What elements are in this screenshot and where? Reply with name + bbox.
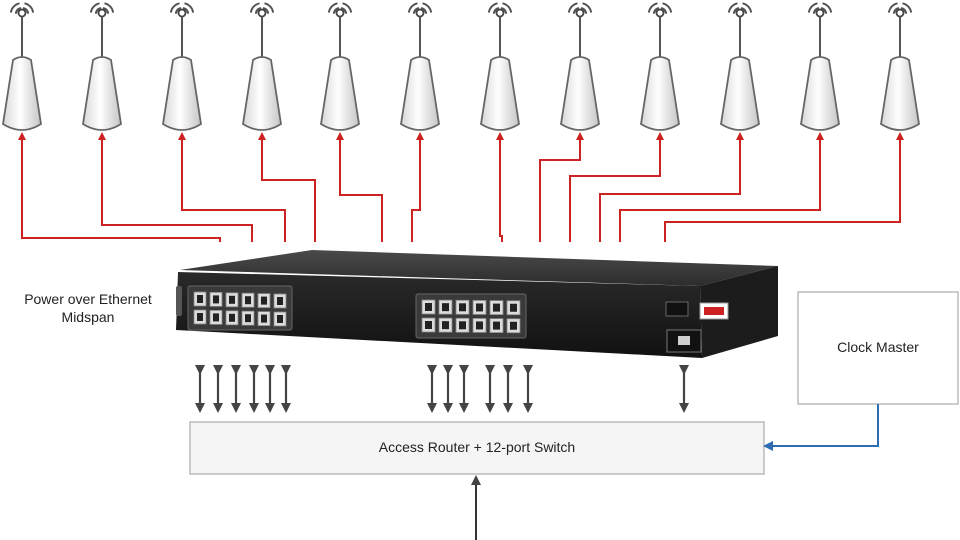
access-points (2, 2, 920, 131)
ethernet-port-icon (209, 291, 223, 307)
ethernet-port-icon (455, 317, 470, 333)
ethernet-port-icon (273, 311, 287, 327)
access-point-icon (242, 2, 282, 131)
access-point-icon (720, 2, 760, 131)
ethernet-port-icon (489, 300, 504, 316)
access-point-icon (800, 2, 840, 131)
ethernet-port-icon (273, 293, 287, 309)
access-point-icon (162, 2, 202, 131)
ethernet-port-icon (455, 299, 470, 315)
poe-links (18, 132, 904, 242)
poe-link (664, 132, 904, 242)
poe-label-line1: Power over Ethernet (24, 291, 152, 307)
poe-link (411, 132, 424, 242)
ethernet-links (195, 365, 689, 413)
ethernet-port-icon (506, 300, 521, 316)
clock-master-label: Clock Master (837, 339, 919, 355)
port-bank-left (187, 285, 293, 331)
poe-link (599, 132, 744, 242)
ethernet-port-icon (257, 311, 271, 327)
poe-link (569, 132, 664, 242)
poe-link (496, 132, 504, 242)
ethernet-port-icon (225, 292, 239, 308)
ethernet-port-icon (193, 291, 207, 307)
clock-link (763, 404, 879, 451)
ethernet-port-icon (438, 299, 453, 315)
poe-label-line2: Midspan (61, 309, 115, 325)
power-socket-icon (678, 336, 690, 345)
ethernet-port-icon (193, 309, 207, 325)
poe-link (98, 132, 253, 242)
access-point-icon (480, 2, 520, 131)
ethernet-port-icon (421, 317, 436, 333)
ethernet-port-icon (241, 292, 255, 308)
ethernet-port-icon (209, 309, 223, 325)
access-point-icon (560, 2, 600, 131)
ethernet-port-icon (438, 317, 453, 333)
access-point-icon (640, 2, 680, 131)
ethernet-port-icon (472, 318, 487, 333)
access-point-icon (2, 2, 42, 131)
poe-link (539, 132, 584, 242)
ethernet-port-icon (257, 293, 271, 309)
ethernet-port-icon (506, 318, 521, 334)
ethernet-port-icon (225, 310, 239, 326)
port-bank-right (415, 293, 527, 339)
poe-link (18, 132, 221, 242)
ethernet-port-icon (472, 300, 487, 315)
brand-logo-mark (704, 307, 724, 315)
poe-midspan-device (176, 250, 778, 358)
access-point-icon (880, 2, 920, 131)
access-point-icon (320, 2, 360, 131)
poe-link (336, 132, 383, 242)
poe-link (619, 132, 824, 242)
access-point-icon (82, 2, 122, 131)
access-router-label: Access Router + 12-port Switch (378, 439, 576, 455)
ethernet-port-icon (421, 299, 436, 315)
access-point-icon (400, 2, 440, 131)
status-panel (665, 301, 689, 317)
poe-link (258, 132, 316, 242)
ethernet-port-icon (241, 310, 255, 326)
poe-midspan-label: Power over Ethernet Midspan (8, 290, 168, 326)
access-router-box (189, 421, 765, 475)
clock-master-box (797, 291, 959, 405)
poe-link (178, 132, 286, 242)
ethernet-port-icon (489, 318, 504, 334)
